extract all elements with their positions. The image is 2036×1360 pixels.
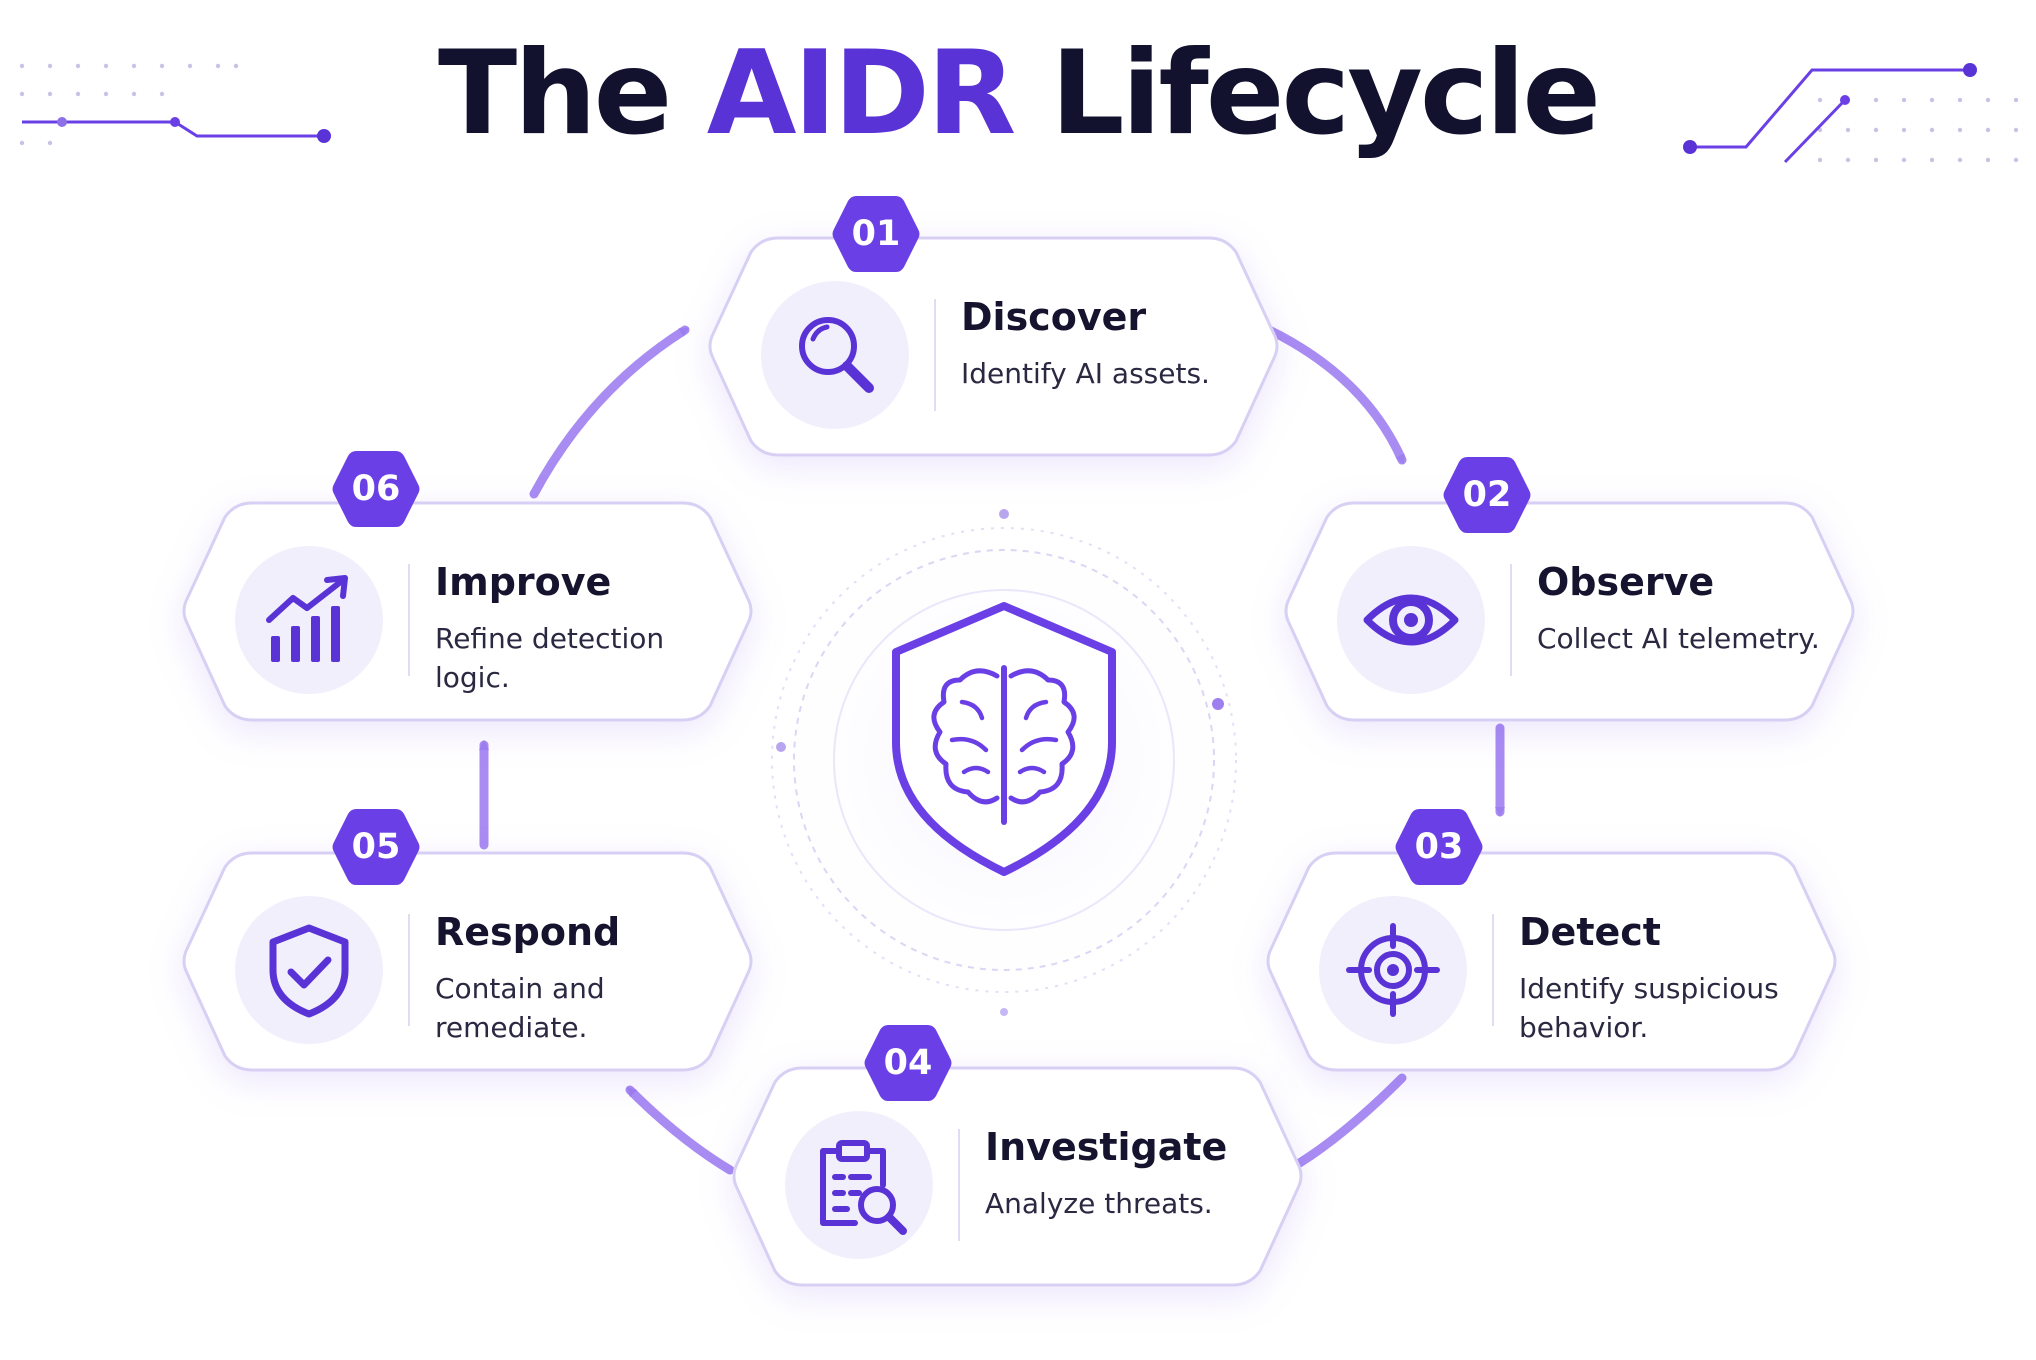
step-description: Contain and remediate. xyxy=(435,972,605,1044)
step-title: Respond xyxy=(435,910,621,954)
card-divider xyxy=(1510,564,1512,676)
step-badge-05: 05 xyxy=(330,806,422,888)
icon-circle xyxy=(1319,896,1467,1044)
step-description: Collect AI telemetry. xyxy=(1537,622,1820,655)
card-divider xyxy=(408,564,410,676)
step-badge-01: 01 xyxy=(830,193,922,275)
step-number: 05 xyxy=(351,827,401,867)
step-description: Refine detection logic. xyxy=(435,622,665,694)
page-title: The AIDR Lifecycle xyxy=(0,24,2036,164)
magnifier-icon xyxy=(799,317,874,393)
step-badge-06: 06 xyxy=(330,448,422,530)
step-title: Observe xyxy=(1537,560,1715,604)
step-badge-03: 03 xyxy=(1393,806,1485,888)
circuit-decoration-left xyxy=(19,63,331,146)
step-card-respond: Respond Contain and remediate. xyxy=(180,849,755,1074)
shield-brain-icon xyxy=(892,602,1116,876)
step-badge-04: 04 xyxy=(862,1022,954,1104)
card-divider xyxy=(958,1129,960,1241)
icon-circle xyxy=(761,281,909,429)
step-title: Detect xyxy=(1519,910,1661,954)
step-title: Improve xyxy=(435,560,612,604)
step-title: Discover xyxy=(961,295,1147,339)
title-suffix: Lifecycle xyxy=(1050,26,1601,161)
step-card-discover: Discover Identify AI assets. xyxy=(706,234,1281,459)
step-card-improve: Improve Refine detection logic. xyxy=(180,499,755,724)
icon-circle xyxy=(1337,546,1485,694)
title-accent: AIDR xyxy=(706,26,1017,161)
card-divider xyxy=(1492,914,1494,1026)
arrow-04-to-05 xyxy=(625,1085,735,1175)
step-card-observe: Observe Collect AI telemetry. xyxy=(1282,499,1857,724)
card-divider xyxy=(934,299,936,411)
arrow-06-to-01 xyxy=(529,325,690,499)
step-description: Analyze threats. xyxy=(985,1187,1213,1220)
arrow-01-to-02 xyxy=(1247,317,1407,465)
icon-circle xyxy=(785,1111,933,1259)
icon-circle xyxy=(235,896,383,1044)
arrow-03-to-04 xyxy=(1283,1073,1407,1175)
step-description: Identify AI assets. xyxy=(961,357,1210,390)
chart-growth-icon xyxy=(266,575,348,662)
title-prefix: The xyxy=(437,26,672,161)
step-description: Identify suspicious behavior. xyxy=(1519,972,1779,1044)
step-number: 03 xyxy=(1414,827,1464,867)
step-card-detect: Detect Identify suspicious behavior. xyxy=(1264,849,1839,1074)
cycle-arrows xyxy=(479,317,1505,1175)
icon-circle xyxy=(235,546,383,694)
step-card-investigate: Investigate Analyze threats. xyxy=(730,1064,1305,1289)
step-badge-02: 02 xyxy=(1441,454,1533,536)
step-number: 06 xyxy=(351,469,401,509)
step-number: 01 xyxy=(851,214,901,254)
eye-icon xyxy=(1363,594,1459,646)
step-number: 04 xyxy=(883,1043,933,1083)
shield-check-icon xyxy=(269,924,349,1018)
step-title: Investigate xyxy=(985,1125,1228,1169)
card-divider xyxy=(408,914,410,1026)
step-number: 02 xyxy=(1462,475,1512,515)
clipboard-search-icon xyxy=(820,1140,907,1235)
circuit-decoration-right xyxy=(1683,63,2019,164)
target-icon xyxy=(1346,923,1440,1017)
